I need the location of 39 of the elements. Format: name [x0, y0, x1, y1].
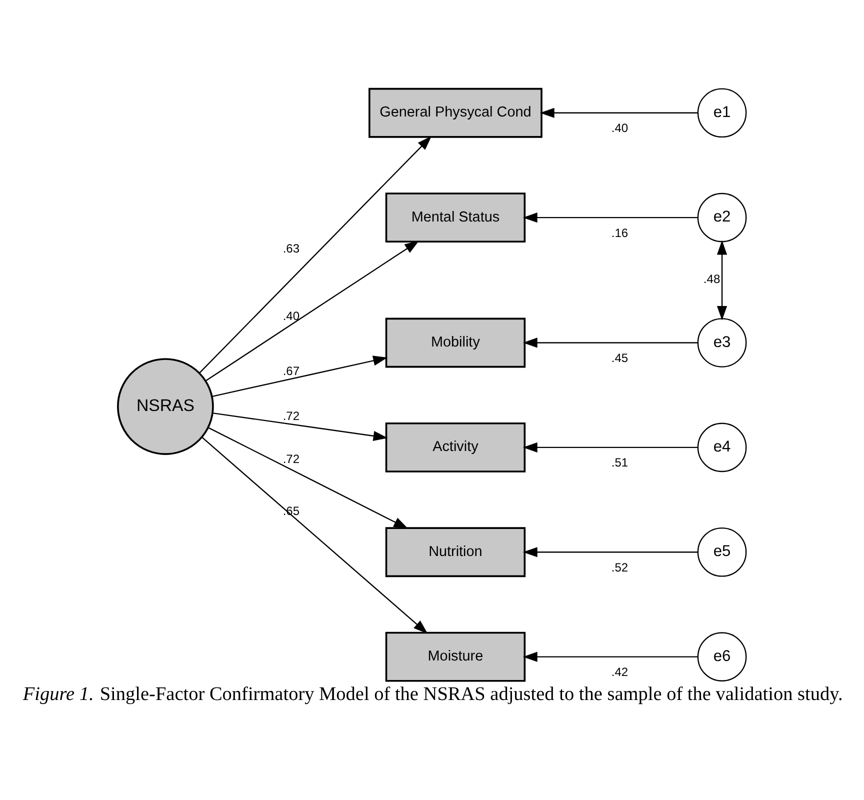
edge-label: .67	[282, 364, 300, 378]
arrow	[208, 426, 408, 528]
edge-label: .48	[703, 272, 720, 286]
node-box: Nutrition	[385, 526, 526, 577]
node-circle: e3	[697, 318, 747, 367]
node-box: Mental Status	[385, 192, 526, 242]
arrow	[522, 212, 698, 222]
arrow	[522, 337, 698, 348]
arrow	[522, 651, 698, 662]
arrow	[716, 240, 728, 320]
node-box: Activity	[385, 422, 526, 472]
edge-label: .45	[611, 350, 628, 364]
node-circle: e6	[697, 632, 747, 681]
edge-label: .51	[611, 455, 628, 470]
arrow	[206, 240, 420, 381]
node-box: General Physycal Cond	[368, 87, 542, 138]
caption: Figure 1. Single-Factor Confirmatory Model of the NSRAS adjusted to the sample of the validation study.	[22, 683, 843, 704]
edge-label: .72	[282, 408, 300, 422]
edge-label: .52	[611, 560, 628, 574]
node-box: Mobility	[385, 317, 526, 368]
node-circle: e5	[697, 526, 747, 576]
node-circle: e4	[697, 422, 747, 472]
arrow	[212, 412, 388, 440]
arrow	[199, 135, 432, 373]
node-box: Moisture	[385, 631, 526, 682]
arrow	[522, 442, 698, 452]
edge-label: .40	[611, 120, 628, 135]
arrow	[212, 355, 388, 396]
arrow	[202, 436, 428, 634]
node-circle: e2	[697, 192, 747, 242]
edge-label: .72	[282, 452, 300, 466]
edge-label: .42	[611, 664, 628, 679]
arrow	[540, 107, 698, 118]
node-circle: e1	[697, 88, 747, 138]
edge-label: .40	[282, 308, 300, 322]
node-circle: NSRAS	[117, 358, 214, 454]
edge-label: .63	[282, 240, 300, 255]
arrow	[522, 546, 698, 557]
edge-label: .16	[611, 225, 628, 240]
